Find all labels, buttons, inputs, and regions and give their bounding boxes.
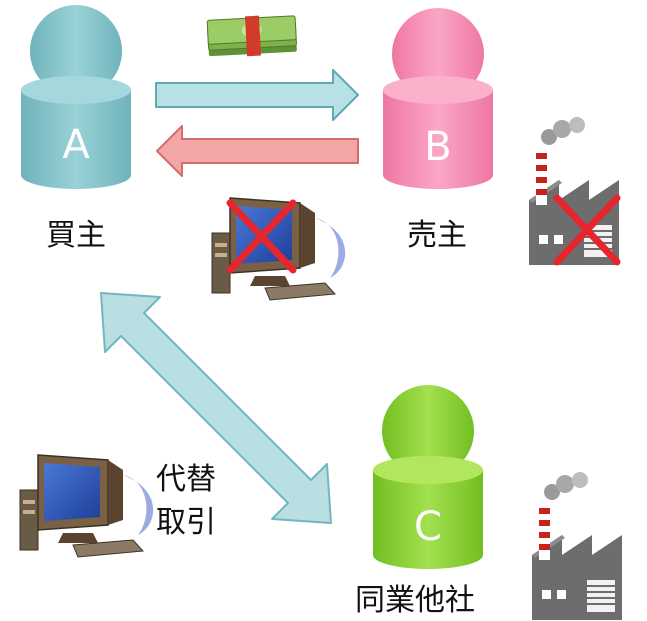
person-c-body-top: [373, 456, 483, 484]
person-c-letter: C: [414, 504, 442, 550]
person-b-body-top: [383, 76, 493, 104]
factory-icon: [531, 471, 623, 621]
person-a-body-top: [21, 76, 131, 104]
seller-label: 売主: [407, 218, 467, 253]
person-b-body: [383, 90, 493, 189]
person-a-letter: A: [62, 122, 90, 168]
money-bundle-icon: [206, 15, 297, 57]
computer-icon: [19, 454, 154, 558]
person-b: B: [383, 8, 493, 189]
person-a: A: [21, 5, 131, 189]
buyer-label: 買主: [46, 218, 106, 253]
cross-mark-icon: [226, 199, 297, 274]
person-c: C: [373, 385, 483, 569]
person-a-body: [21, 90, 131, 189]
person-b-head: [392, 8, 484, 100]
alternative-trade-label-line2: 取引: [156, 505, 216, 540]
person-b-letter: B: [424, 124, 451, 170]
person-c-head: [382, 385, 474, 477]
alternative-trade-arrow: [100, 292, 332, 524]
person-a-head: [30, 5, 122, 97]
cross-mark-icon: [553, 194, 621, 266]
person-c-body: [373, 470, 483, 569]
payment-arrow: [155, 69, 359, 121]
alternative-trade-label-line1: 代替: [156, 462, 216, 497]
goods-arrow: [156, 125, 359, 177]
competitor-label: 同業他社: [355, 583, 475, 618]
